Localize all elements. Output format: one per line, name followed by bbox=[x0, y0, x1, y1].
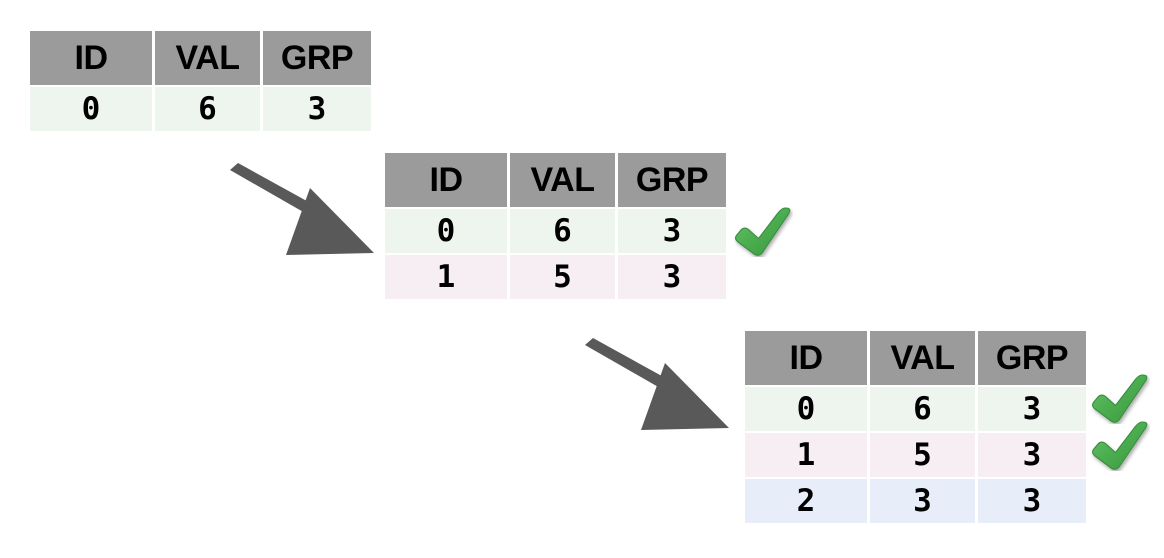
cell-grp: 3 bbox=[263, 87, 371, 131]
table-row: 2 3 3 bbox=[745, 479, 1086, 523]
table-row: 1 5 3 bbox=[385, 255, 726, 299]
table-row: 1 5 3 bbox=[745, 433, 1086, 477]
cell-grp: 3 bbox=[618, 255, 726, 299]
column-header-id: ID bbox=[745, 331, 867, 385]
column-header-val: VAL bbox=[155, 31, 260, 85]
column-header-id: ID bbox=[30, 31, 152, 85]
check-mark-icon bbox=[1092, 374, 1148, 423]
cell-val: 5 bbox=[870, 433, 975, 477]
cell-grp: 3 bbox=[618, 209, 726, 253]
cell-id: 0 bbox=[745, 387, 867, 431]
table-header-row: ID VAL GRP bbox=[385, 153, 726, 207]
table-header-row: ID VAL GRP bbox=[30, 31, 371, 85]
column-header-grp: GRP bbox=[618, 153, 726, 207]
cell-grp: 3 bbox=[978, 387, 1086, 431]
cell-val: 6 bbox=[155, 87, 260, 131]
cell-val: 6 bbox=[870, 387, 975, 431]
table-row: 0 6 3 bbox=[745, 387, 1086, 431]
cell-val: 3 bbox=[870, 479, 975, 523]
check-mark-icon bbox=[1092, 421, 1148, 470]
cell-id: 2 bbox=[745, 479, 867, 523]
cell-grp: 3 bbox=[978, 433, 1086, 477]
column-header-id: ID bbox=[385, 153, 507, 207]
table-header-row: ID VAL GRP bbox=[745, 331, 1086, 385]
cell-id: 0 bbox=[30, 87, 152, 131]
cell-grp: 3 bbox=[978, 479, 1086, 523]
table-step-2: ID VAL GRP 0 6 3 1 5 3 bbox=[385, 153, 726, 299]
column-header-grp: GRP bbox=[978, 331, 1086, 385]
cell-id: 1 bbox=[745, 433, 867, 477]
check-mark-icon bbox=[735, 207, 791, 256]
arrow-step2-to-step3 bbox=[585, 338, 729, 430]
table-step-3: ID VAL GRP 0 6 3 1 5 3 2 3 3 bbox=[745, 331, 1086, 523]
column-header-val: VAL bbox=[510, 153, 615, 207]
table-row: 0 6 3 bbox=[385, 209, 726, 253]
column-header-grp: GRP bbox=[263, 31, 371, 85]
cell-id: 1 bbox=[385, 255, 507, 299]
column-header-val: VAL bbox=[870, 331, 975, 385]
cell-id: 0 bbox=[385, 209, 507, 253]
table-step-1: ID VAL GRP 0 6 3 bbox=[30, 31, 371, 131]
arrow-step1-to-step2 bbox=[230, 163, 374, 255]
cell-val: 6 bbox=[510, 209, 615, 253]
table-row: 0 6 3 bbox=[30, 87, 371, 131]
cell-val: 5 bbox=[510, 255, 615, 299]
